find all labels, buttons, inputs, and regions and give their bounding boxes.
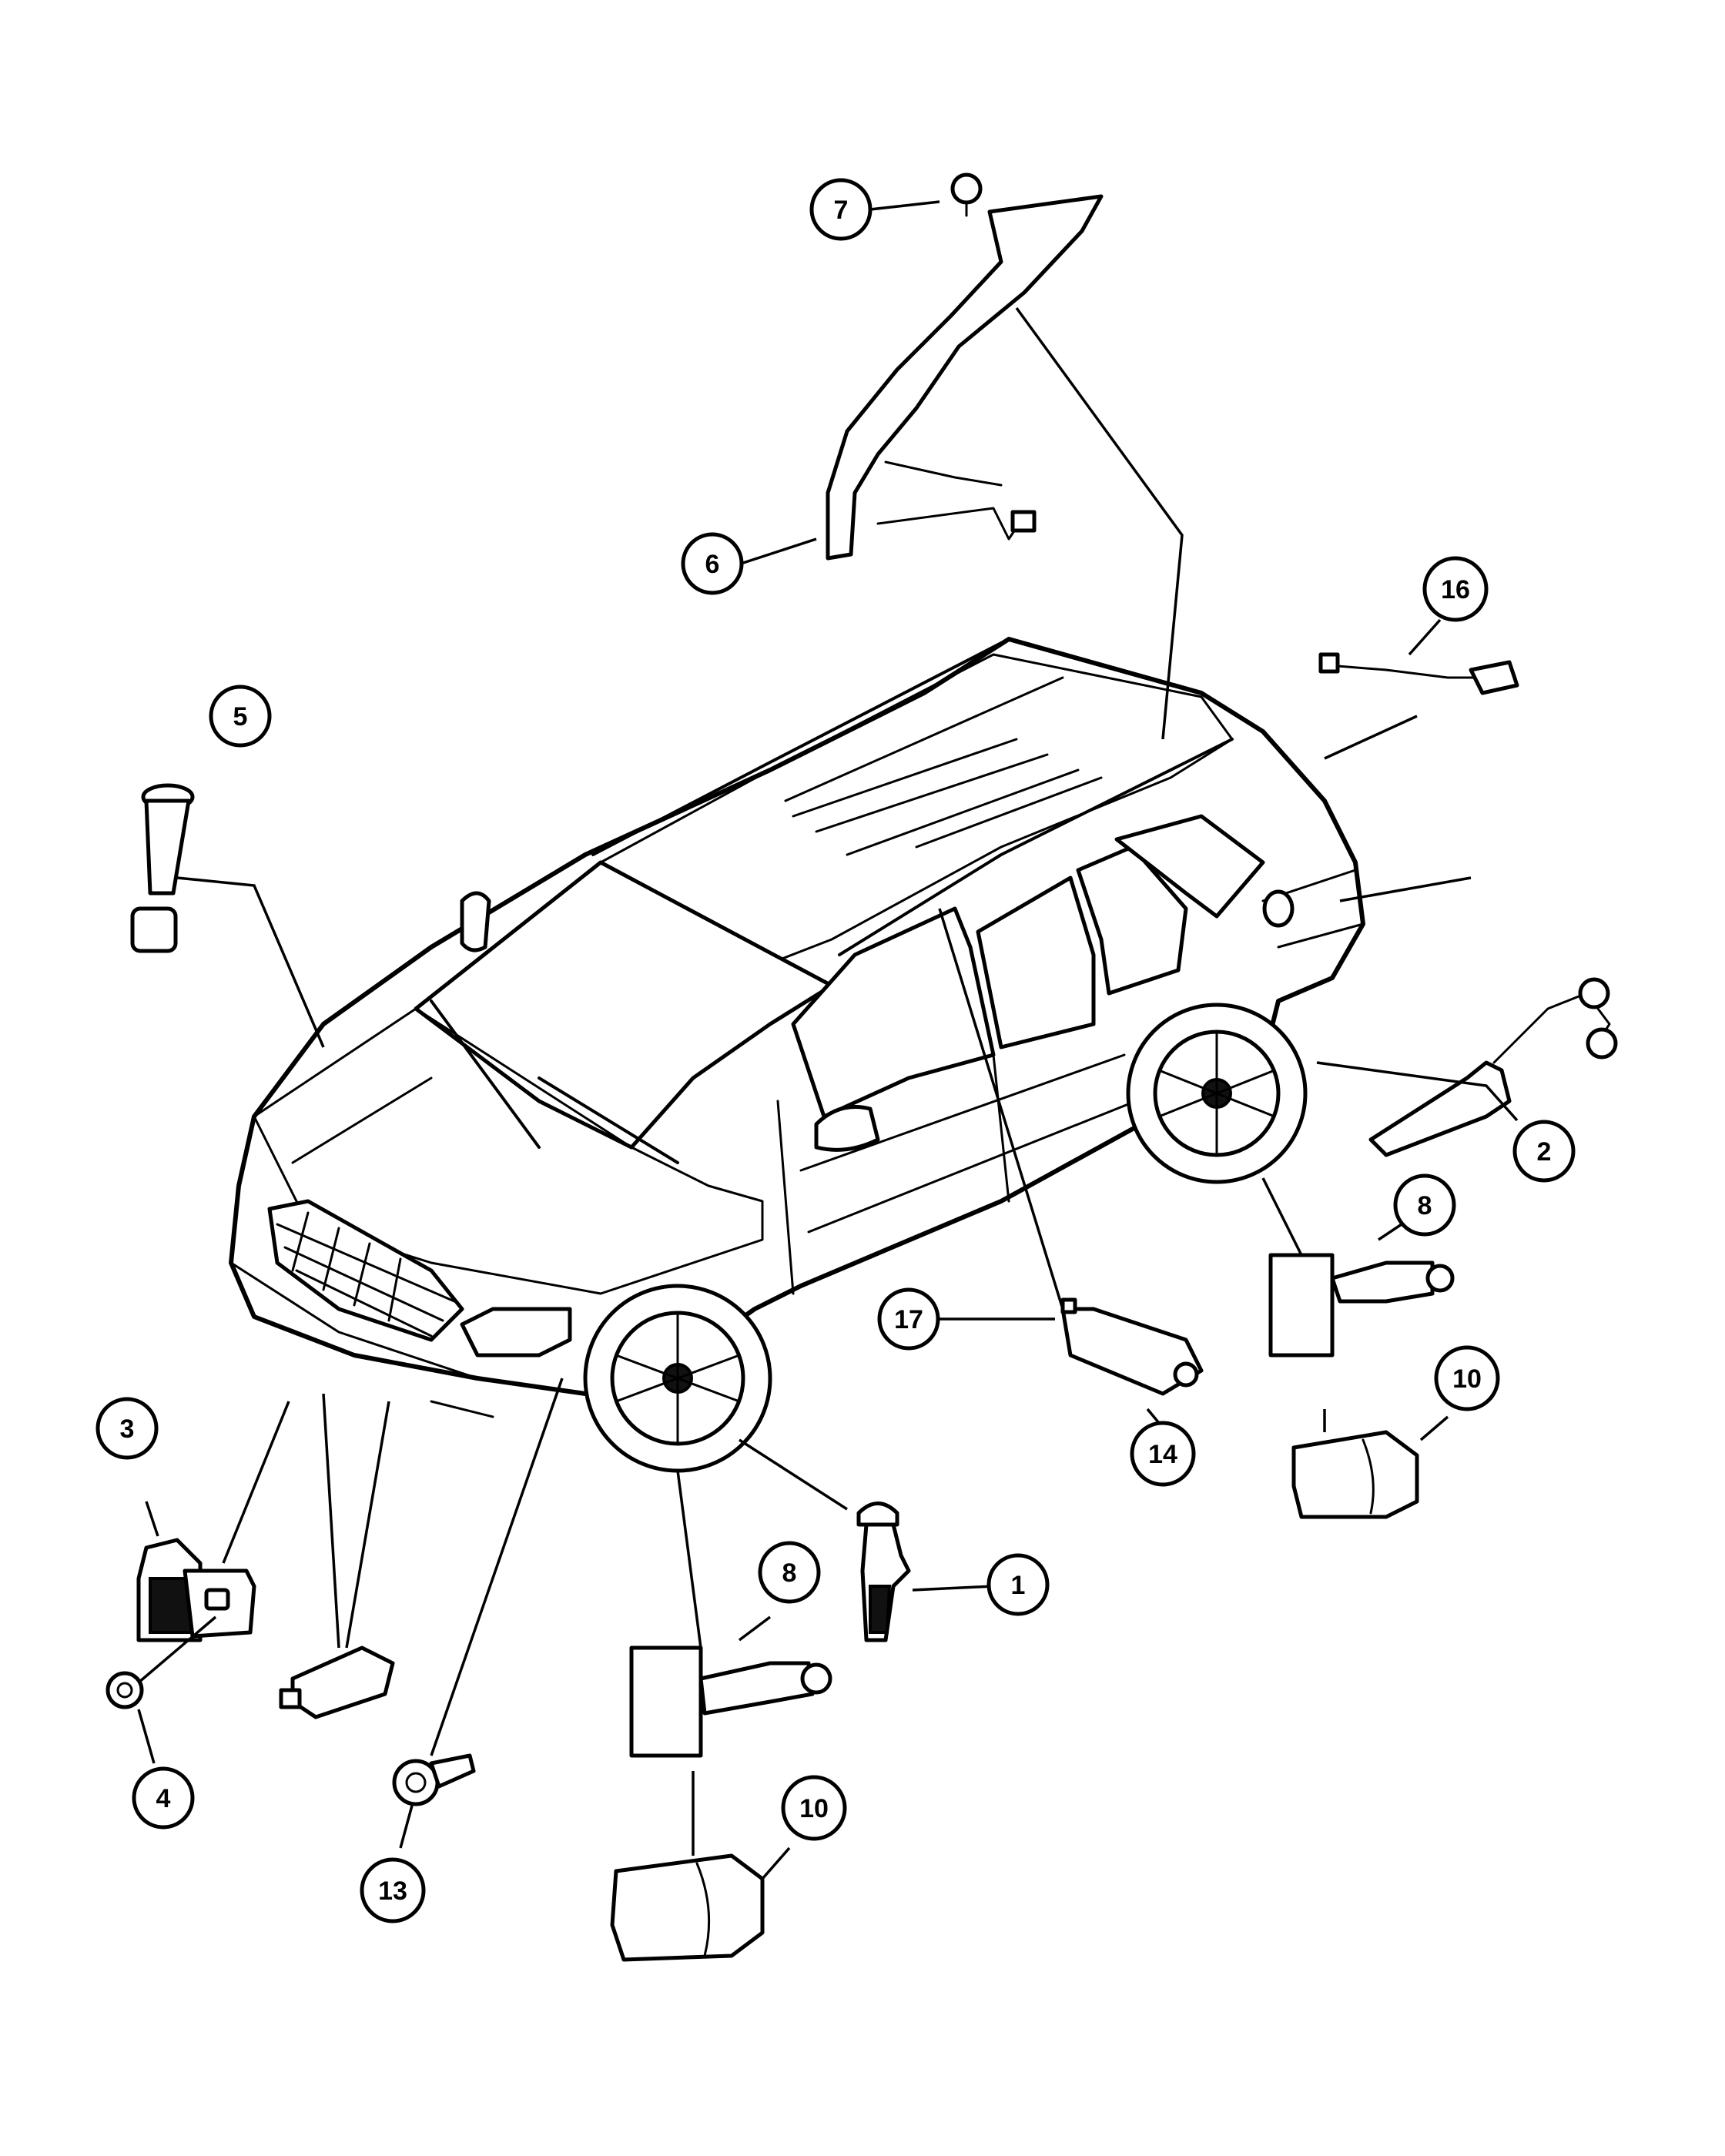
callout-5[interactable]: 5 xyxy=(209,685,272,748)
callout-2-label: 2 xyxy=(1537,1137,1552,1167)
callout-16-label: 16 xyxy=(1441,575,1470,604)
part-6-curtain-airbag xyxy=(826,194,1104,561)
callout-8-rear-label: 8 xyxy=(1418,1191,1432,1220)
callouts: 7 6 16 5 2 8 17 10 14 3 8 1 4 10 13 xyxy=(95,178,1576,1923)
part-3-module xyxy=(136,1538,256,1642)
callout-10-rear-label: 10 xyxy=(1452,1364,1482,1394)
front-impact-sensor xyxy=(279,1645,395,1719)
part-10-rear xyxy=(1291,1430,1419,1519)
callout-10-rear[interactable]: 10 xyxy=(1434,1345,1500,1411)
callout-1[interactable]: 1 xyxy=(986,1553,1050,1616)
part-2-sensor-cable xyxy=(1368,977,1618,1157)
callout-5-label: 5 xyxy=(233,702,248,732)
callout-8-front-label: 8 xyxy=(782,1558,797,1588)
part-4-clip xyxy=(106,1671,144,1709)
callout-7[interactable]: 7 xyxy=(809,178,873,241)
callout-6-label: 6 xyxy=(705,550,720,579)
part-10-front xyxy=(610,1853,765,1962)
callout-16[interactable]: 16 xyxy=(1422,556,1489,622)
part-16-harness xyxy=(1318,652,1519,695)
leader-lines xyxy=(137,200,1519,1880)
callout-13[interactable]: 13 xyxy=(360,1857,426,1923)
part-1-sensor xyxy=(856,1502,911,1642)
callout-6[interactable]: 6 xyxy=(681,532,744,595)
callout-2[interactable]: 2 xyxy=(1512,1120,1576,1183)
callout-17-label: 17 xyxy=(894,1305,923,1334)
callout-7-label: 7 xyxy=(834,196,849,225)
callout-14-label: 14 xyxy=(1148,1440,1177,1469)
callout-1-label: 1 xyxy=(1011,1571,1026,1600)
callout-10-front[interactable]: 10 xyxy=(781,1775,847,1841)
part-8-tpms-sensor-rear xyxy=(1268,1253,1455,1358)
callout-14[interactable]: 14 xyxy=(1130,1421,1196,1487)
callout-3[interactable]: 3 xyxy=(95,1397,159,1460)
part-7-clip xyxy=(950,172,983,217)
callout-4-label: 4 xyxy=(156,1784,171,1813)
callout-17[interactable]: 17 xyxy=(877,1287,940,1351)
part-5-sensor xyxy=(130,783,195,953)
callout-4[interactable]: 4 xyxy=(132,1766,195,1830)
part-8-tpms-sensor-front xyxy=(629,1645,832,1758)
callout-8-rear[interactable]: 8 xyxy=(1393,1173,1456,1237)
part-17-14-impact-sensor xyxy=(1060,1297,1204,1396)
callout-13-label: 13 xyxy=(378,1876,407,1906)
callout-8-front[interactable]: 8 xyxy=(758,1541,821,1604)
vehicle-illustration xyxy=(229,637,1365,1473)
part-13-sensor xyxy=(392,1753,476,1806)
callout-3-label: 3 xyxy=(120,1414,135,1444)
callout-10-front-label: 10 xyxy=(799,1794,829,1823)
